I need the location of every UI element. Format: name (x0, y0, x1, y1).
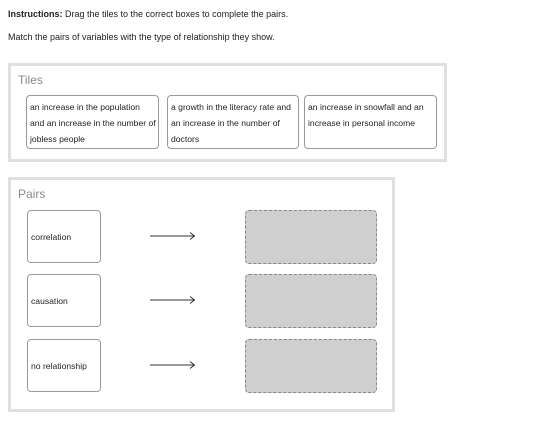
instructions-line: Instructions: Drag the tiles to the corr… (8, 8, 288, 20)
instructions-label: Instructions: (8, 9, 63, 19)
pair-label-causation: causation (27, 274, 101, 327)
tiles-panel-title: Tiles (18, 73, 43, 87)
tiles-panel: Tiles an increase in the population and … (8, 63, 447, 162)
pairs-panel-title: Pairs (18, 187, 46, 201)
arrow-right-icon (150, 361, 196, 369)
pair-label-text: causation (31, 295, 68, 306)
pair-label-text: correlation (31, 231, 72, 242)
pair-label-text: no relationship (31, 360, 87, 371)
arrow-right-icon (150, 232, 196, 240)
arrow-right-icon (150, 296, 196, 304)
pair-label-no-relationship: no relationship (27, 339, 101, 392)
drop-target-causation[interactable] (245, 274, 377, 328)
pair-label-correlation: correlation (27, 210, 101, 263)
tile-snowfall-income[interactable]: an increase in snowfall and an increase … (304, 95, 437, 149)
drop-target-correlation[interactable] (245, 210, 377, 264)
drop-target-no-relationship[interactable] (245, 339, 377, 393)
instructions-text: Drag the tiles to the correct boxes to c… (62, 9, 289, 19)
match-instructions: Match the pairs of variables with the ty… (8, 32, 275, 42)
tile-literacy-doctors[interactable]: a growth in the literacy rate and an inc… (167, 95, 299, 149)
tile-population-jobless[interactable]: an increase in the population and an inc… (26, 95, 159, 149)
pairs-panel: Pairs correlation causation no relations… (8, 177, 395, 412)
